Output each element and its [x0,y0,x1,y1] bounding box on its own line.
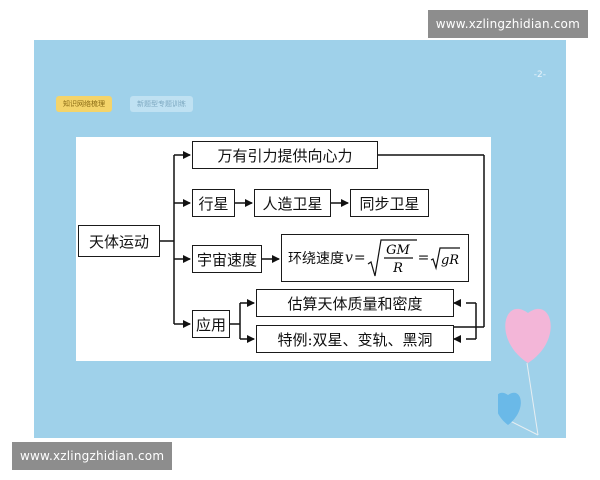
node-planet: 行星 [192,189,235,217]
node-gravity-centripetal: 万有引力提供向心力 [192,141,378,169]
slide: -2- 知识网络梳理 新题型专题训练 [34,40,566,438]
formula-prefix: 环绕速度 [288,251,344,267]
node-estimate-mass-density: 估算天体质量和密度 [256,289,454,317]
tab-new-question-training[interactable]: 新题型专题训练 [130,96,193,112]
node-cosmic-velocity: 宇宙速度 [192,245,262,273]
formula-var: v [345,250,353,266]
formula-equals: = [353,250,366,266]
formula-equals-2: = [417,250,430,266]
watermark-top: www.xzlingzhidian.com [427,10,588,38]
pink-heart-icon [505,308,551,363]
formula-numerator: GM [386,243,410,258]
formula-denominator: R [392,261,403,276]
node-celestial-motion: 天体运动 [78,225,160,257]
formula-sqrt-fraction: GM R [367,239,417,277]
node-orbital-velocity-formula: 环绕速度 v = GM R = gR [281,234,469,282]
tab-knowledge-network[interactable]: 知识网络梳理 [56,96,112,112]
heart-balloons-decoration [498,308,551,436]
node-sync-satellite: 同步卫星 [350,189,429,217]
formula-gr: gR [441,253,459,268]
formula-sqrt-gr: gR [431,247,461,271]
node-application: 应用 [192,310,230,338]
blue-heart-icon [498,392,521,425]
node-artificial-satellite: 人造卫星 [254,189,331,217]
node-special-cases: 特例:双星、变轨、黑洞 [256,325,454,353]
connector-lines [160,151,485,343]
page-number: -2- [533,70,546,80]
concept-map: 天体运动 万有引力提供向心力 行星 人造卫星 同步卫星 宇宙速度 环绕速度 v … [76,137,491,361]
watermark-bottom: www.xzlingzhidian.com [12,442,173,470]
